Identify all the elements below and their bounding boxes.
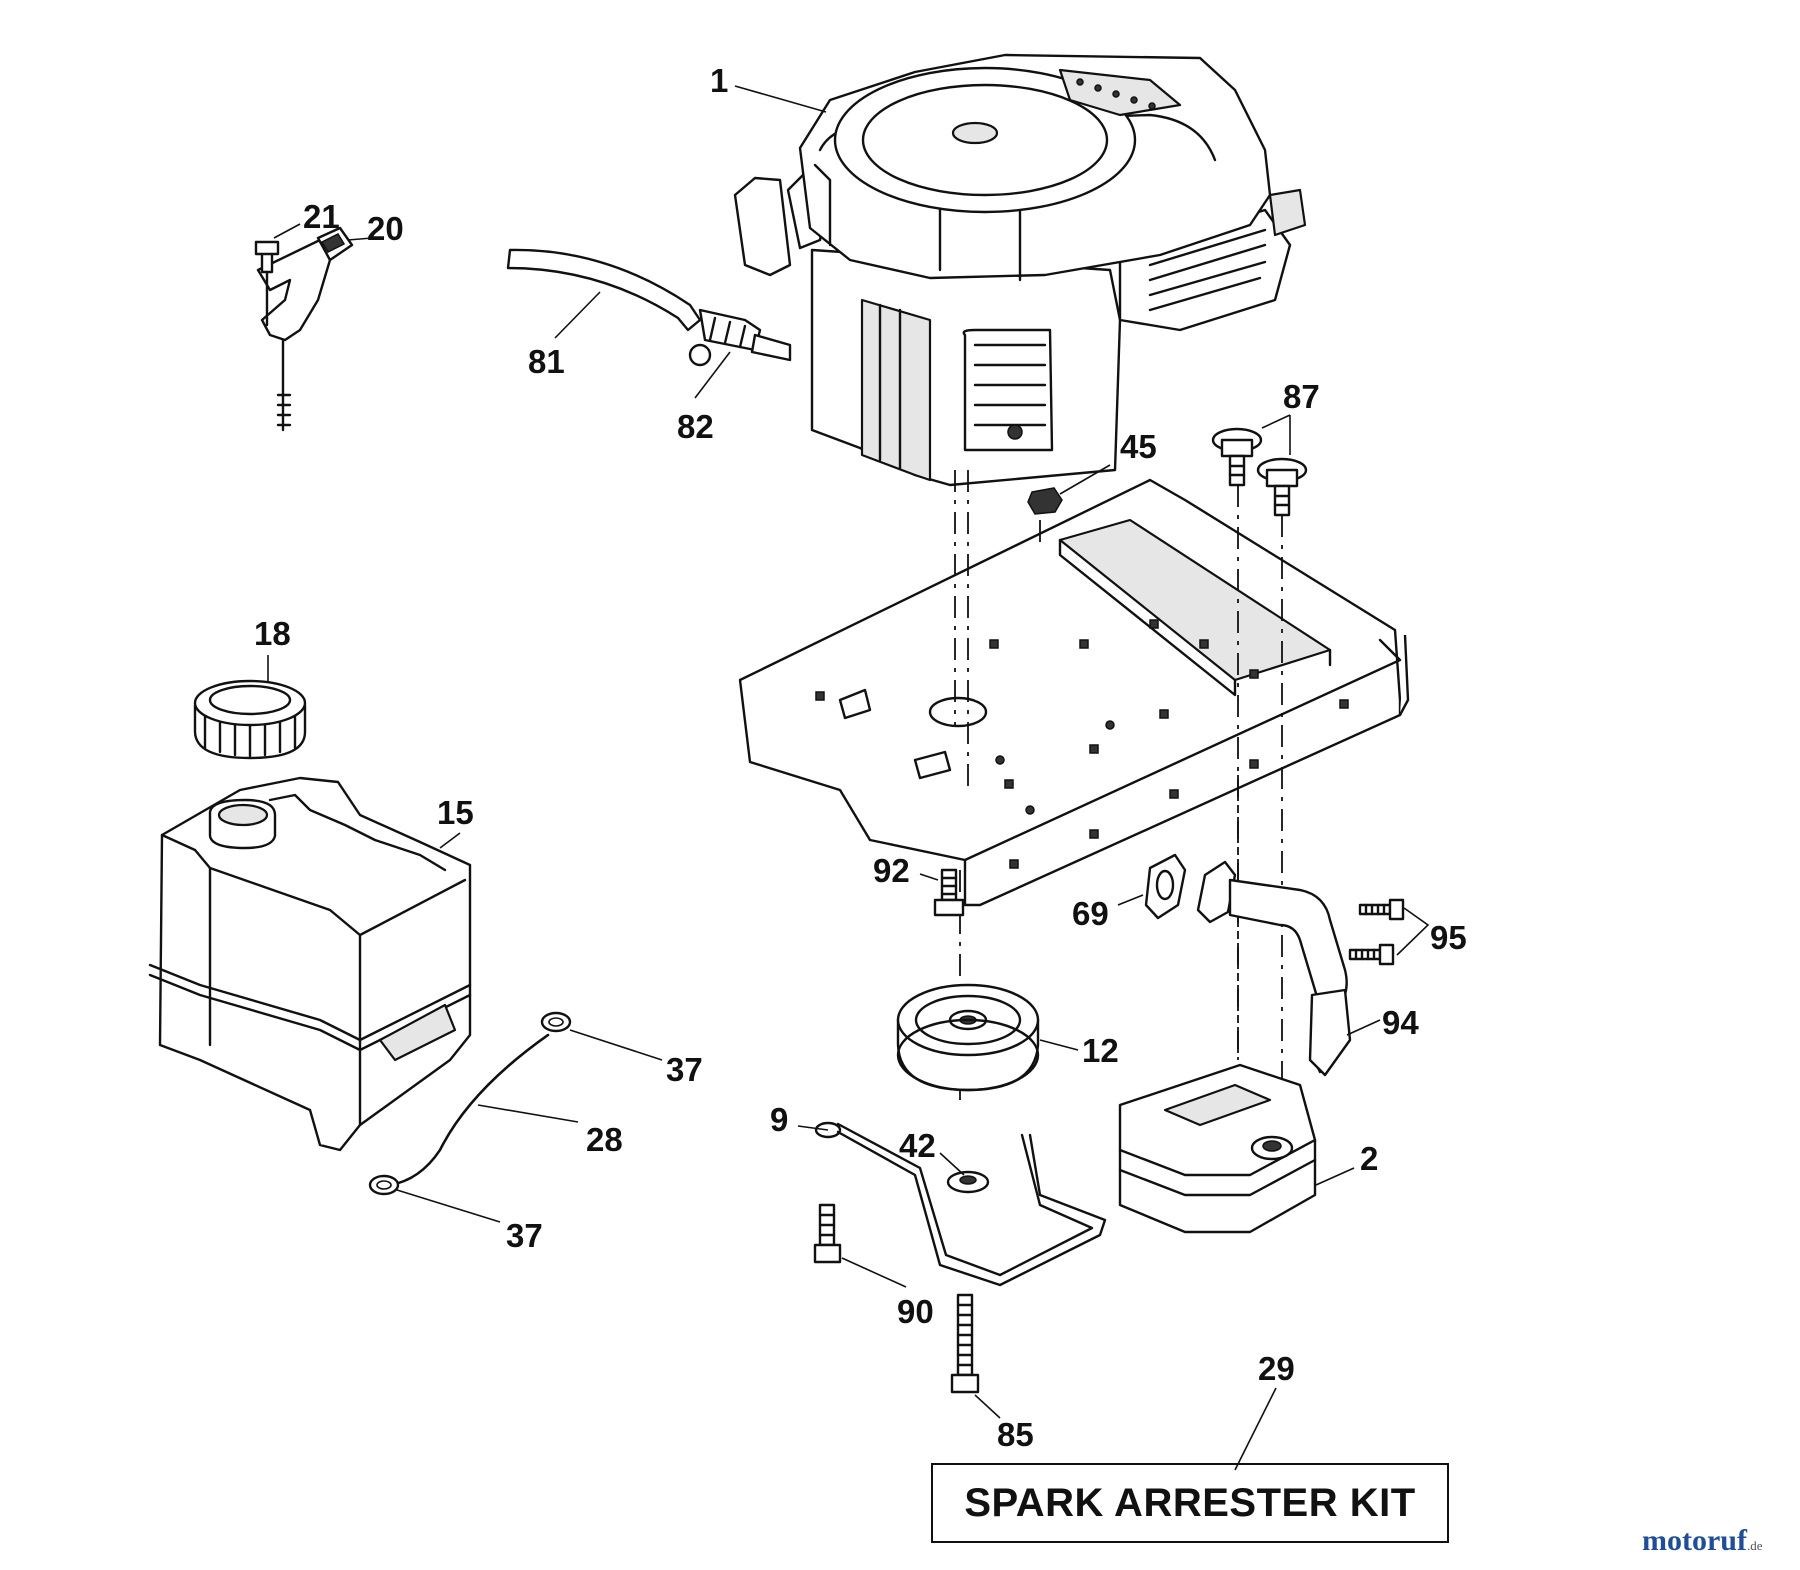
callout-29: 29 (1258, 1350, 1295, 1387)
throttle-control-part (254, 226, 354, 432)
callout-12: 12 (1082, 1032, 1119, 1069)
callout-18: 18 (254, 615, 291, 652)
callout-37-lower: 37 (506, 1217, 543, 1254)
callout-87: 87 (1283, 378, 1320, 415)
callout-94: 94 (1382, 1004, 1419, 1041)
fuel-hose-28 (388, 1033, 550, 1187)
fuel-line-81 (506, 248, 702, 332)
motoruf-watermark: motoruf.de (1642, 1524, 1763, 1558)
callout-81: 81 (528, 343, 565, 380)
fuel-cap-part (193, 679, 307, 760)
callout-21: 21 (303, 198, 340, 235)
screw-95b (1348, 943, 1395, 966)
pulley-12 (896, 983, 1040, 1092)
hose-clamp-37b (368, 1174, 400, 1196)
spark-arrester-kit-label: SPARK ARRESTER KIT (964, 1480, 1416, 1525)
nut-45 (1027, 487, 1063, 515)
engine-part (733, 53, 1307, 487)
callout-92: 92 (873, 852, 910, 889)
callout-85: 85 (997, 1416, 1034, 1453)
fuel-tank-part (148, 776, 472, 1152)
exhaust-pipe-94 (1196, 860, 1352, 1077)
callout-28: 28 (586, 1121, 623, 1158)
callout-20: 20 (367, 210, 404, 247)
bolt-85 (950, 1293, 980, 1394)
callout-1: 1 (710, 62, 729, 99)
callout-45: 45 (1120, 428, 1157, 465)
callout-90: 90 (897, 1293, 934, 1330)
leader-lines (267, 85, 1430, 1471)
mount-bolt-87a (1211, 427, 1263, 487)
callout-69: 69 (1072, 895, 1109, 932)
callout-42: 42 (899, 1127, 936, 1164)
callout-37-upper: 37 (666, 1051, 703, 1088)
watermark-brand: motoruf (1642, 1524, 1747, 1557)
muffler-part (1118, 1063, 1317, 1234)
callout-82: 82 (677, 408, 714, 445)
washer-42 (946, 1170, 990, 1194)
bolt-92 (933, 868, 965, 917)
spark-arrester-kit-box: SPARK ARRESTER KIT (931, 1463, 1449, 1543)
mount-plate-part (738, 478, 1410, 907)
fuel-filter-82 (688, 308, 792, 367)
bolt-90 (813, 1203, 842, 1264)
callout-9: 9 (770, 1101, 789, 1138)
mount-bolt-87b (1256, 457, 1308, 517)
gasket-69 (1144, 853, 1187, 920)
bracket-rod-9 (814, 1121, 1107, 1287)
callout-95: 95 (1430, 919, 1467, 956)
callout-2: 2 (1360, 1140, 1379, 1177)
callout-15: 15 (437, 794, 474, 831)
screw-95a (1358, 898, 1405, 921)
hose-clamp-37a (540, 1011, 572, 1033)
watermark-tld: .de (1746, 1538, 1763, 1553)
